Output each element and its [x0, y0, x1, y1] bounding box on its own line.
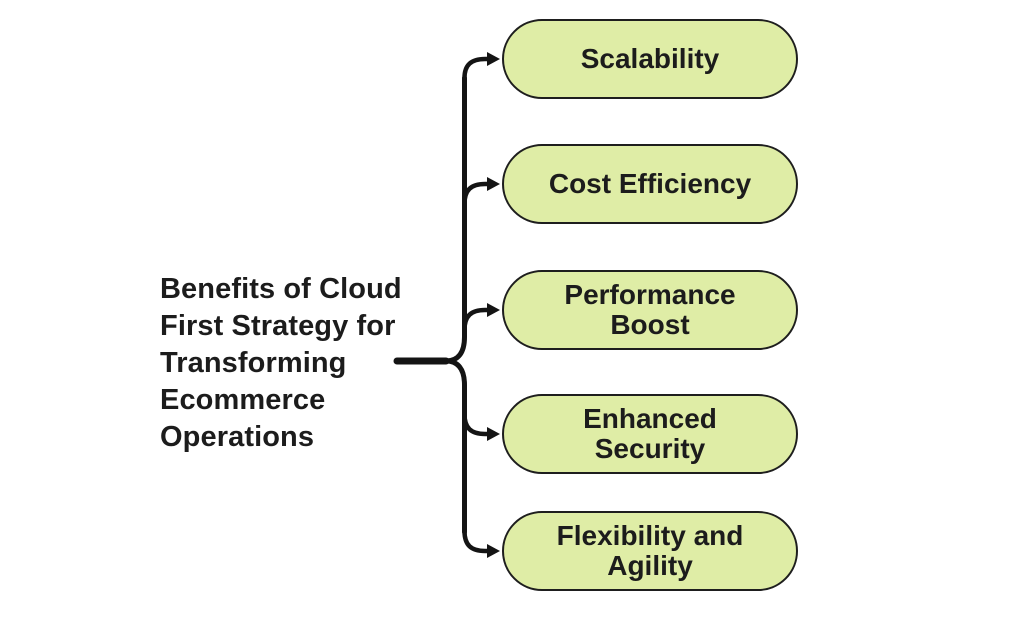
arrowhead-2	[487, 177, 500, 191]
branch-line-5	[462, 528, 491, 554]
node-label: Scalability	[580, 43, 720, 74]
branch-line-2	[462, 181, 491, 207]
node-pill-performance-boost: Performance Boost	[502, 270, 798, 350]
node-label: Performance Boost	[564, 279, 736, 340]
branch-line-4	[462, 411, 491, 437]
arrowhead-5	[487, 544, 500, 558]
branch-line-3	[462, 307, 491, 333]
branch-line-1	[462, 56, 491, 81]
node-label: Enhanced Security	[583, 403, 717, 464]
node-pill-scalability: Scalability	[502, 19, 798, 99]
node-label: Cost Efficiency	[548, 168, 752, 199]
trunk-line	[445, 75, 467, 535]
node-pill-cost-efficiency: Cost Efficiency	[502, 144, 798, 224]
node-pill-enhanced-security: Enhanced Security	[502, 394, 798, 474]
node-pill-flexibility-agility: Flexibility and Agility	[502, 511, 798, 591]
arrowhead-3	[487, 303, 500, 317]
node-label: Flexibility and Agility	[556, 520, 744, 581]
arrowhead-4	[487, 427, 500, 441]
arrowhead-1	[487, 52, 500, 66]
root-label: Benefits of Cloud First Strategy for Tra…	[160, 273, 402, 453]
